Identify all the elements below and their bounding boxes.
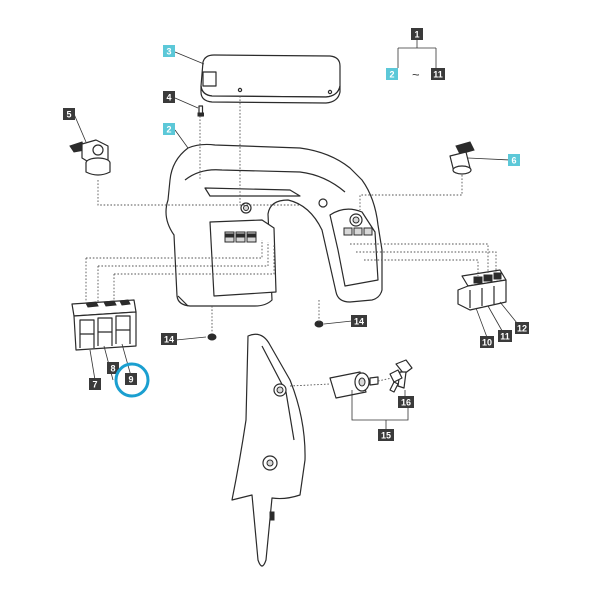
svg-text:15: 15: [381, 431, 391, 441]
svg-text:6: 6: [511, 156, 516, 166]
keys: [389, 359, 413, 393]
callout-16: 16: [398, 396, 414, 408]
svg-text:11: 11: [433, 70, 443, 80]
callout-2-range-start: 2: [386, 68, 398, 80]
range-separator: ~: [412, 67, 420, 82]
callout-9: 9: [114, 362, 150, 398]
svg-text:14: 14: [354, 317, 364, 327]
callout-7: 7: [89, 378, 101, 390]
highlight-ring: [114, 362, 150, 398]
svg-text:2: 2: [166, 125, 171, 135]
svg-text:1: 1: [414, 30, 419, 40]
svg-text:16: 16: [401, 398, 411, 408]
svg-text:10: 10: [482, 338, 492, 348]
ignition-switch: [69, 139, 111, 176]
svg-text:7: 7: [92, 380, 97, 390]
svg-text:12: 12: [517, 324, 527, 334]
svg-text:3: 3: [166, 47, 171, 57]
right-switch-bank: [457, 269, 507, 311]
svg-text:4: 4: [166, 93, 171, 103]
fender-housing: [165, 143, 383, 307]
callout-2-fender: 2: [163, 123, 175, 135]
callout-4: 4: [163, 91, 175, 103]
svg-text:2: 2: [389, 70, 394, 80]
knob-cap: [449, 141, 475, 175]
assembly-lines: [85, 96, 497, 387]
callout-11-switch: 11: [498, 330, 512, 342]
range-legend: ~: [397, 40, 437, 82]
callout-6: 6: [508, 154, 520, 166]
svg-text:14: 14: [164, 335, 174, 345]
nut-left: [207, 333, 217, 341]
callout-12: 12: [515, 322, 529, 334]
svg-text:9: 9: [128, 375, 133, 385]
lower-panel: [231, 333, 306, 567]
callout-8: 8: [107, 362, 119, 374]
svg-text:8: 8: [110, 364, 115, 374]
callout-5: 5: [63, 108, 75, 120]
callout-14-right: 14: [351, 315, 367, 327]
callout-3: 3: [163, 45, 175, 57]
callout-14-left: 14: [161, 333, 177, 345]
callout-10: 10: [480, 336, 494, 348]
callout-11-range-end: 11: [431, 68, 445, 80]
svg-text:5: 5: [66, 110, 71, 120]
armrest-cover: [200, 54, 341, 104]
left-switch-bank: [71, 299, 137, 351]
callout-1: 1: [411, 28, 423, 40]
svg-text:11: 11: [500, 332, 510, 342]
ignition-lock-assembly: [329, 371, 379, 399]
screw: [197, 105, 204, 117]
leader-lines: [73, 51, 522, 430]
callout-15: 15: [378, 429, 394, 441]
